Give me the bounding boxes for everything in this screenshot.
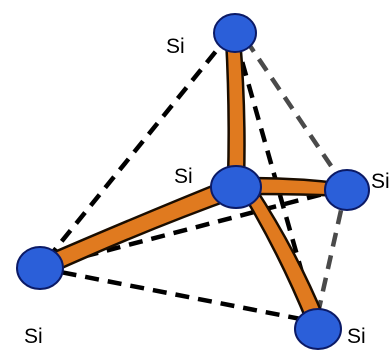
atom-bottom xyxy=(294,308,342,350)
atoms xyxy=(16,13,370,350)
edge-left-bottom xyxy=(39,265,317,325)
label-bottom: Si xyxy=(347,325,366,348)
label-center: Si xyxy=(174,165,193,188)
atom-labels: Si Si Si Si Si xyxy=(24,35,390,348)
bond-center-top xyxy=(224,36,246,182)
atom-center xyxy=(210,165,262,209)
edge-top-left xyxy=(38,32,232,270)
label-top: Si xyxy=(166,35,185,58)
atom-top xyxy=(213,13,257,53)
atom-right xyxy=(324,169,370,211)
atom-left xyxy=(16,246,64,290)
edge-top-right xyxy=(244,38,348,190)
bond-center-left xyxy=(34,176,242,278)
label-left: Si xyxy=(24,325,43,348)
label-right: Si xyxy=(371,170,390,193)
